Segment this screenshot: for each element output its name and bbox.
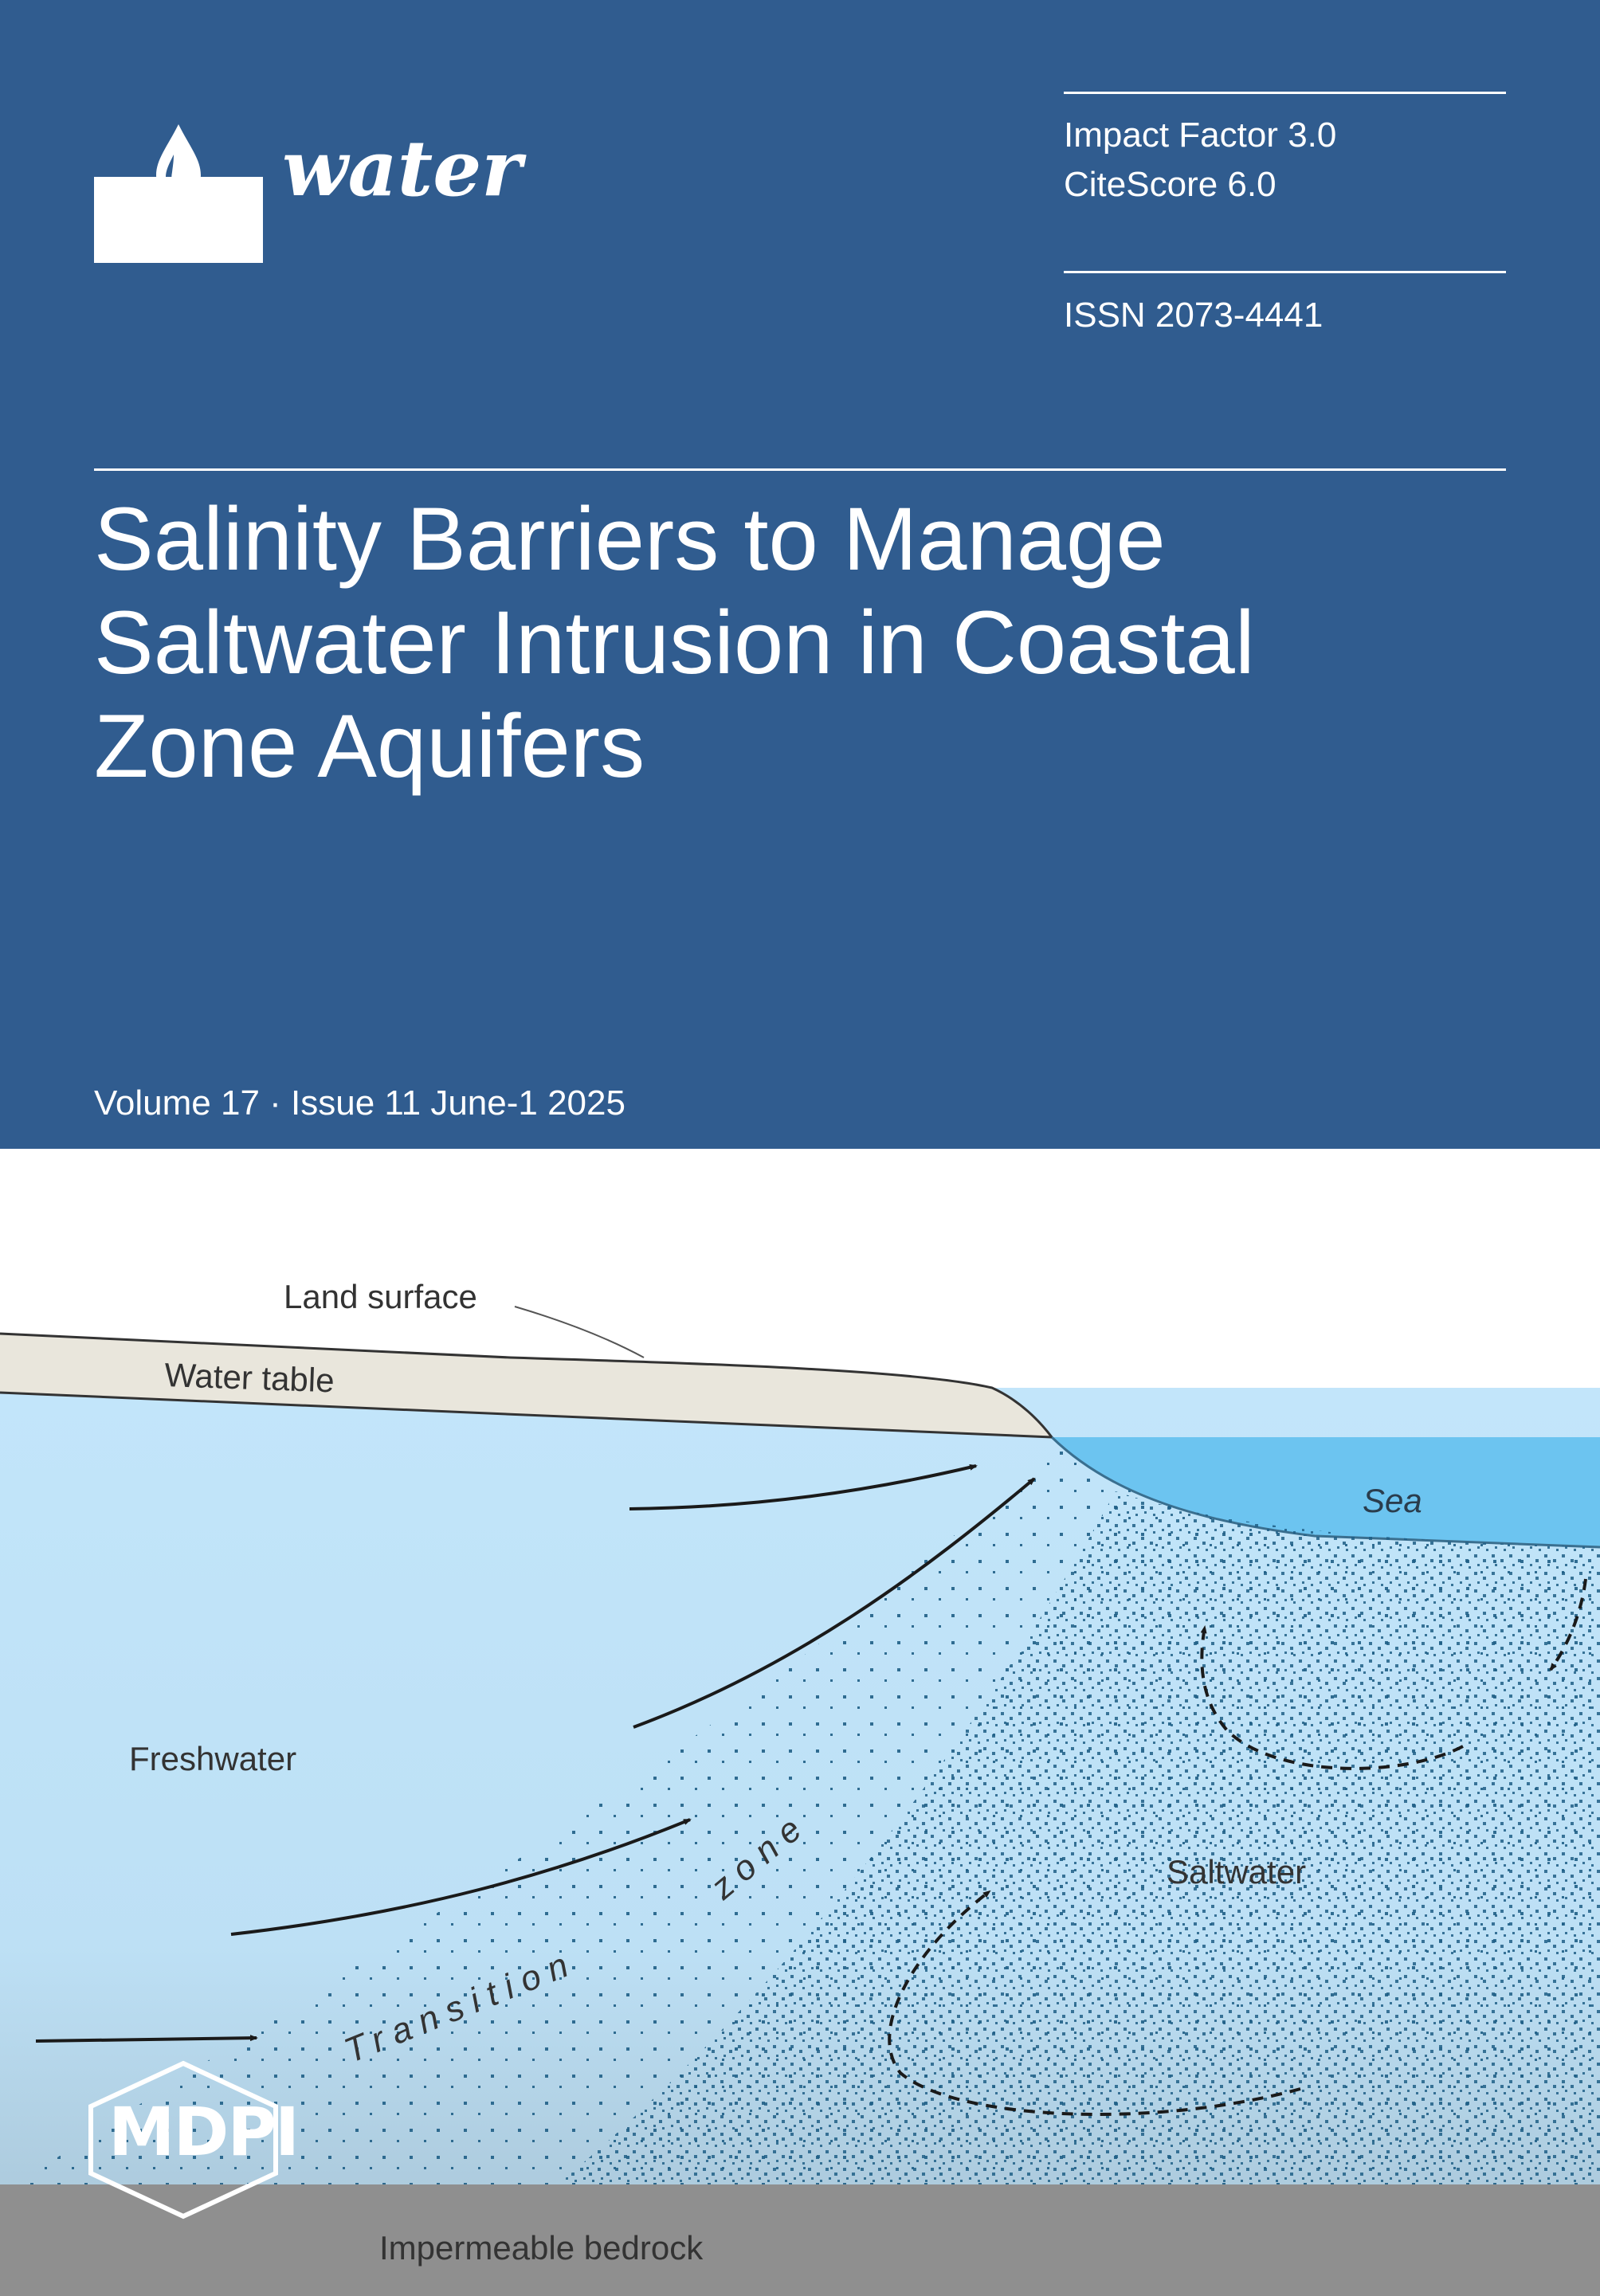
flow-arrow <box>633 1477 1036 1729</box>
aquifer-diagram-svg: Land surface Water table Sea Freshwater … <box>0 1278 1600 2296</box>
label-saltwater: Saltwater <box>1167 1853 1306 1890</box>
header-rule-middle <box>1064 271 1506 273</box>
cover-header: water Impact Factor 3.0 CiteScore 6.0 IS… <box>0 0 1600 1149</box>
title-line-2: Saltwater Intrusion in Coastal <box>94 593 1255 692</box>
label-land-surface: Land surface <box>284 1278 477 1315</box>
logo-base-shape <box>94 177 263 263</box>
citescore: CiteScore 6.0 <box>1064 165 1276 204</box>
journal-logo: water <box>94 120 522 271</box>
impact-factor: Impact Factor 3.0 <box>1064 116 1337 155</box>
circulation-arrow <box>888 1890 1301 2116</box>
journal-wordmark: water <box>282 123 522 214</box>
publisher-name: MDPI <box>108 2093 300 2171</box>
circulation-arrow <box>1200 1625 1464 1770</box>
title-rule <box>94 468 1506 471</box>
land-surface-layer <box>0 1334 1052 1437</box>
label-bedrock: Impermeable bedrock <box>379 2229 704 2267</box>
aquifer-diagram: Land surface Water table Sea Freshwater … <box>0 1149 1600 2296</box>
flow-arrow <box>629 1463 978 1510</box>
flow-arrow <box>230 1818 692 1936</box>
label-freshwater: Freshwater <box>129 1740 296 1777</box>
sea-area <box>1052 1437 1600 1547</box>
water-table-line <box>0 1391 1053 1439</box>
cover-title: Salinity Barriers to Manage Saltwater In… <box>94 488 1512 798</box>
issn: ISSN 2073-4441 <box>1064 296 1324 335</box>
mdpi-hexagon-icon <box>88 2060 278 2220</box>
publisher-logo: MDPI <box>88 2060 311 2220</box>
label-sea: Sea <box>1363 1482 1422 1519</box>
label-water-table: Water table <box>164 1356 335 1399</box>
title-line-3: Zone Aquifers <box>94 696 645 796</box>
circulation-arrow <box>1549 1578 1587 1671</box>
flow-arrow <box>35 2035 258 2043</box>
title-line-1: Salinity Barriers to Manage <box>94 489 1166 589</box>
issue-info: Volume 17 · Issue 11 June-1 2025 <box>94 1083 625 1123</box>
bedrock-layer <box>0 2184 1600 2296</box>
header-rule-top <box>1064 92 1506 94</box>
